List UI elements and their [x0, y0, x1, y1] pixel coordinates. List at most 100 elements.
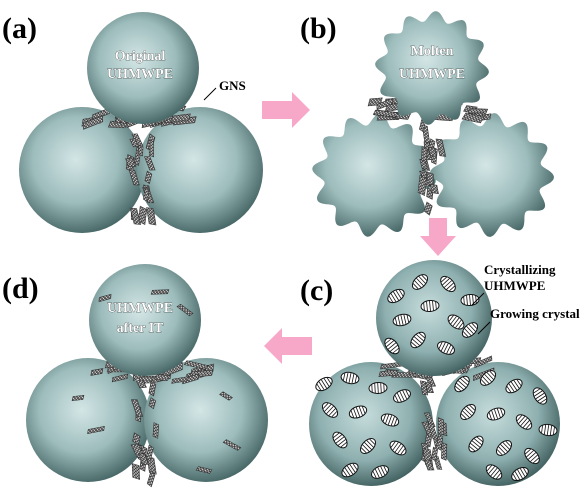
gns-flake	[132, 432, 141, 446]
crystal-lamella	[340, 371, 360, 385]
gns-flake	[376, 97, 393, 111]
gns-flake	[428, 146, 438, 157]
crystal-lamella	[368, 381, 388, 395]
gns-flake	[474, 355, 493, 369]
gns-flake	[372, 109, 399, 118]
gns-flake	[183, 360, 209, 370]
sphere-text-original: Original	[115, 49, 166, 64]
gns-annotation: GNS	[219, 78, 246, 93]
sphere-d-top	[89, 264, 201, 376]
gns-flake	[90, 368, 104, 376]
gns-flake	[111, 373, 129, 383]
crystal-lamella	[392, 313, 412, 327]
gns-flake	[144, 170, 153, 185]
arrow-b-to-c	[420, 218, 456, 256]
sphere-top	[87, 12, 199, 124]
gns-flake	[150, 289, 170, 295]
gns-flake	[144, 156, 156, 171]
gns-flake	[146, 207, 157, 226]
crystal-lamella	[315, 376, 333, 392]
gns-flake	[378, 369, 399, 377]
gns-flake	[148, 397, 157, 410]
gns-flakes-d-front	[71, 289, 242, 474]
sphere-d-left	[26, 358, 150, 482]
gns-flake	[421, 146, 428, 163]
sphere-left	[19, 107, 145, 233]
sphere-d-right	[144, 358, 268, 482]
gns-flake	[425, 377, 437, 387]
arrow-a-to-b	[262, 92, 310, 128]
growing-crystal-annotation: Growing crystal	[490, 306, 580, 321]
crystal-lamella	[341, 462, 359, 478]
gns-flake	[423, 201, 433, 216]
panel-a-label: (a)	[2, 12, 37, 45]
crystal-lamella	[384, 337, 400, 355]
crystal-sphere-top	[376, 260, 492, 376]
crystallizing-pointer	[471, 292, 485, 306]
growing-crystal-pointer	[477, 321, 491, 335]
crystal-lamella	[410, 331, 426, 349]
crystal-lamella	[461, 322, 479, 338]
gns-pointer	[203, 87, 217, 101]
sphere-text-uhmwpe-b: UHMWPE	[399, 67, 465, 82]
crystal-lamella	[380, 413, 400, 427]
gns-flake	[143, 187, 150, 202]
gns-flake	[437, 417, 444, 436]
gns-flake	[222, 439, 242, 451]
crystallizing-annotation-2: UHMWPE	[484, 278, 545, 293]
gns-flake	[171, 376, 189, 384]
molten-sphere-left	[312, 113, 436, 237]
gns-flake	[83, 115, 104, 130]
crystal-lamella	[505, 378, 523, 394]
molten-sphere-top	[375, 11, 489, 125]
crystal-lamella	[447, 314, 465, 330]
crystal-lamella	[495, 440, 513, 456]
sphere-right	[137, 107, 263, 233]
crystal-lamella	[393, 389, 411, 403]
gns-flake	[138, 205, 148, 226]
lamellar-crystals	[315, 274, 558, 482]
sphere-text-uhmwpe-d: UHMWPE	[107, 301, 173, 316]
gns-flake	[98, 293, 112, 303]
crystal-lamella	[524, 447, 540, 465]
gns-flake	[431, 446, 438, 462]
gns-flake	[145, 444, 154, 462]
gns-flake	[71, 394, 85, 402]
panel-b-label: (b)	[300, 12, 337, 45]
gns-flake	[138, 144, 144, 157]
gns-flake	[461, 112, 485, 124]
crystal-lamella	[538, 423, 558, 437]
gns-flake	[176, 303, 194, 317]
gns-flake	[195, 466, 213, 474]
gns-flake	[129, 138, 139, 148]
panel-c: (c) Crystallizing UHMWPE Growing crystal	[300, 260, 580, 486]
gns-flake	[128, 169, 140, 186]
gns-flake	[170, 113, 191, 123]
crystal-lamella	[348, 405, 368, 419]
gns-flake	[417, 175, 427, 197]
gns-flake	[152, 422, 160, 439]
arrow-c-to-d	[264, 328, 312, 364]
sphere-text-uhmwpe: UHMWPE	[107, 67, 173, 82]
molten-sphere-right	[430, 113, 554, 237]
gns-flake	[129, 207, 142, 225]
crystal-lamella	[389, 440, 407, 456]
gns-flake	[419, 380, 429, 396]
crystal-lamella	[360, 438, 376, 454]
gns-flake	[429, 183, 439, 195]
panel-c-label: (c)	[300, 274, 333, 307]
gns-flake	[131, 463, 141, 480]
gns-flake	[219, 391, 233, 401]
crystal-lamella	[371, 465, 389, 479]
gns-flake	[125, 158, 137, 167]
gns-flake	[148, 380, 157, 397]
crystal-lamella	[321, 402, 339, 418]
crystal-lamella	[460, 403, 476, 421]
gns-flake	[435, 138, 447, 157]
gns-flake	[423, 459, 435, 471]
crystal-lamella	[468, 435, 484, 453]
gns-flake	[441, 442, 448, 461]
crystal-lamella	[486, 407, 506, 421]
crystal-lamella	[440, 275, 456, 293]
